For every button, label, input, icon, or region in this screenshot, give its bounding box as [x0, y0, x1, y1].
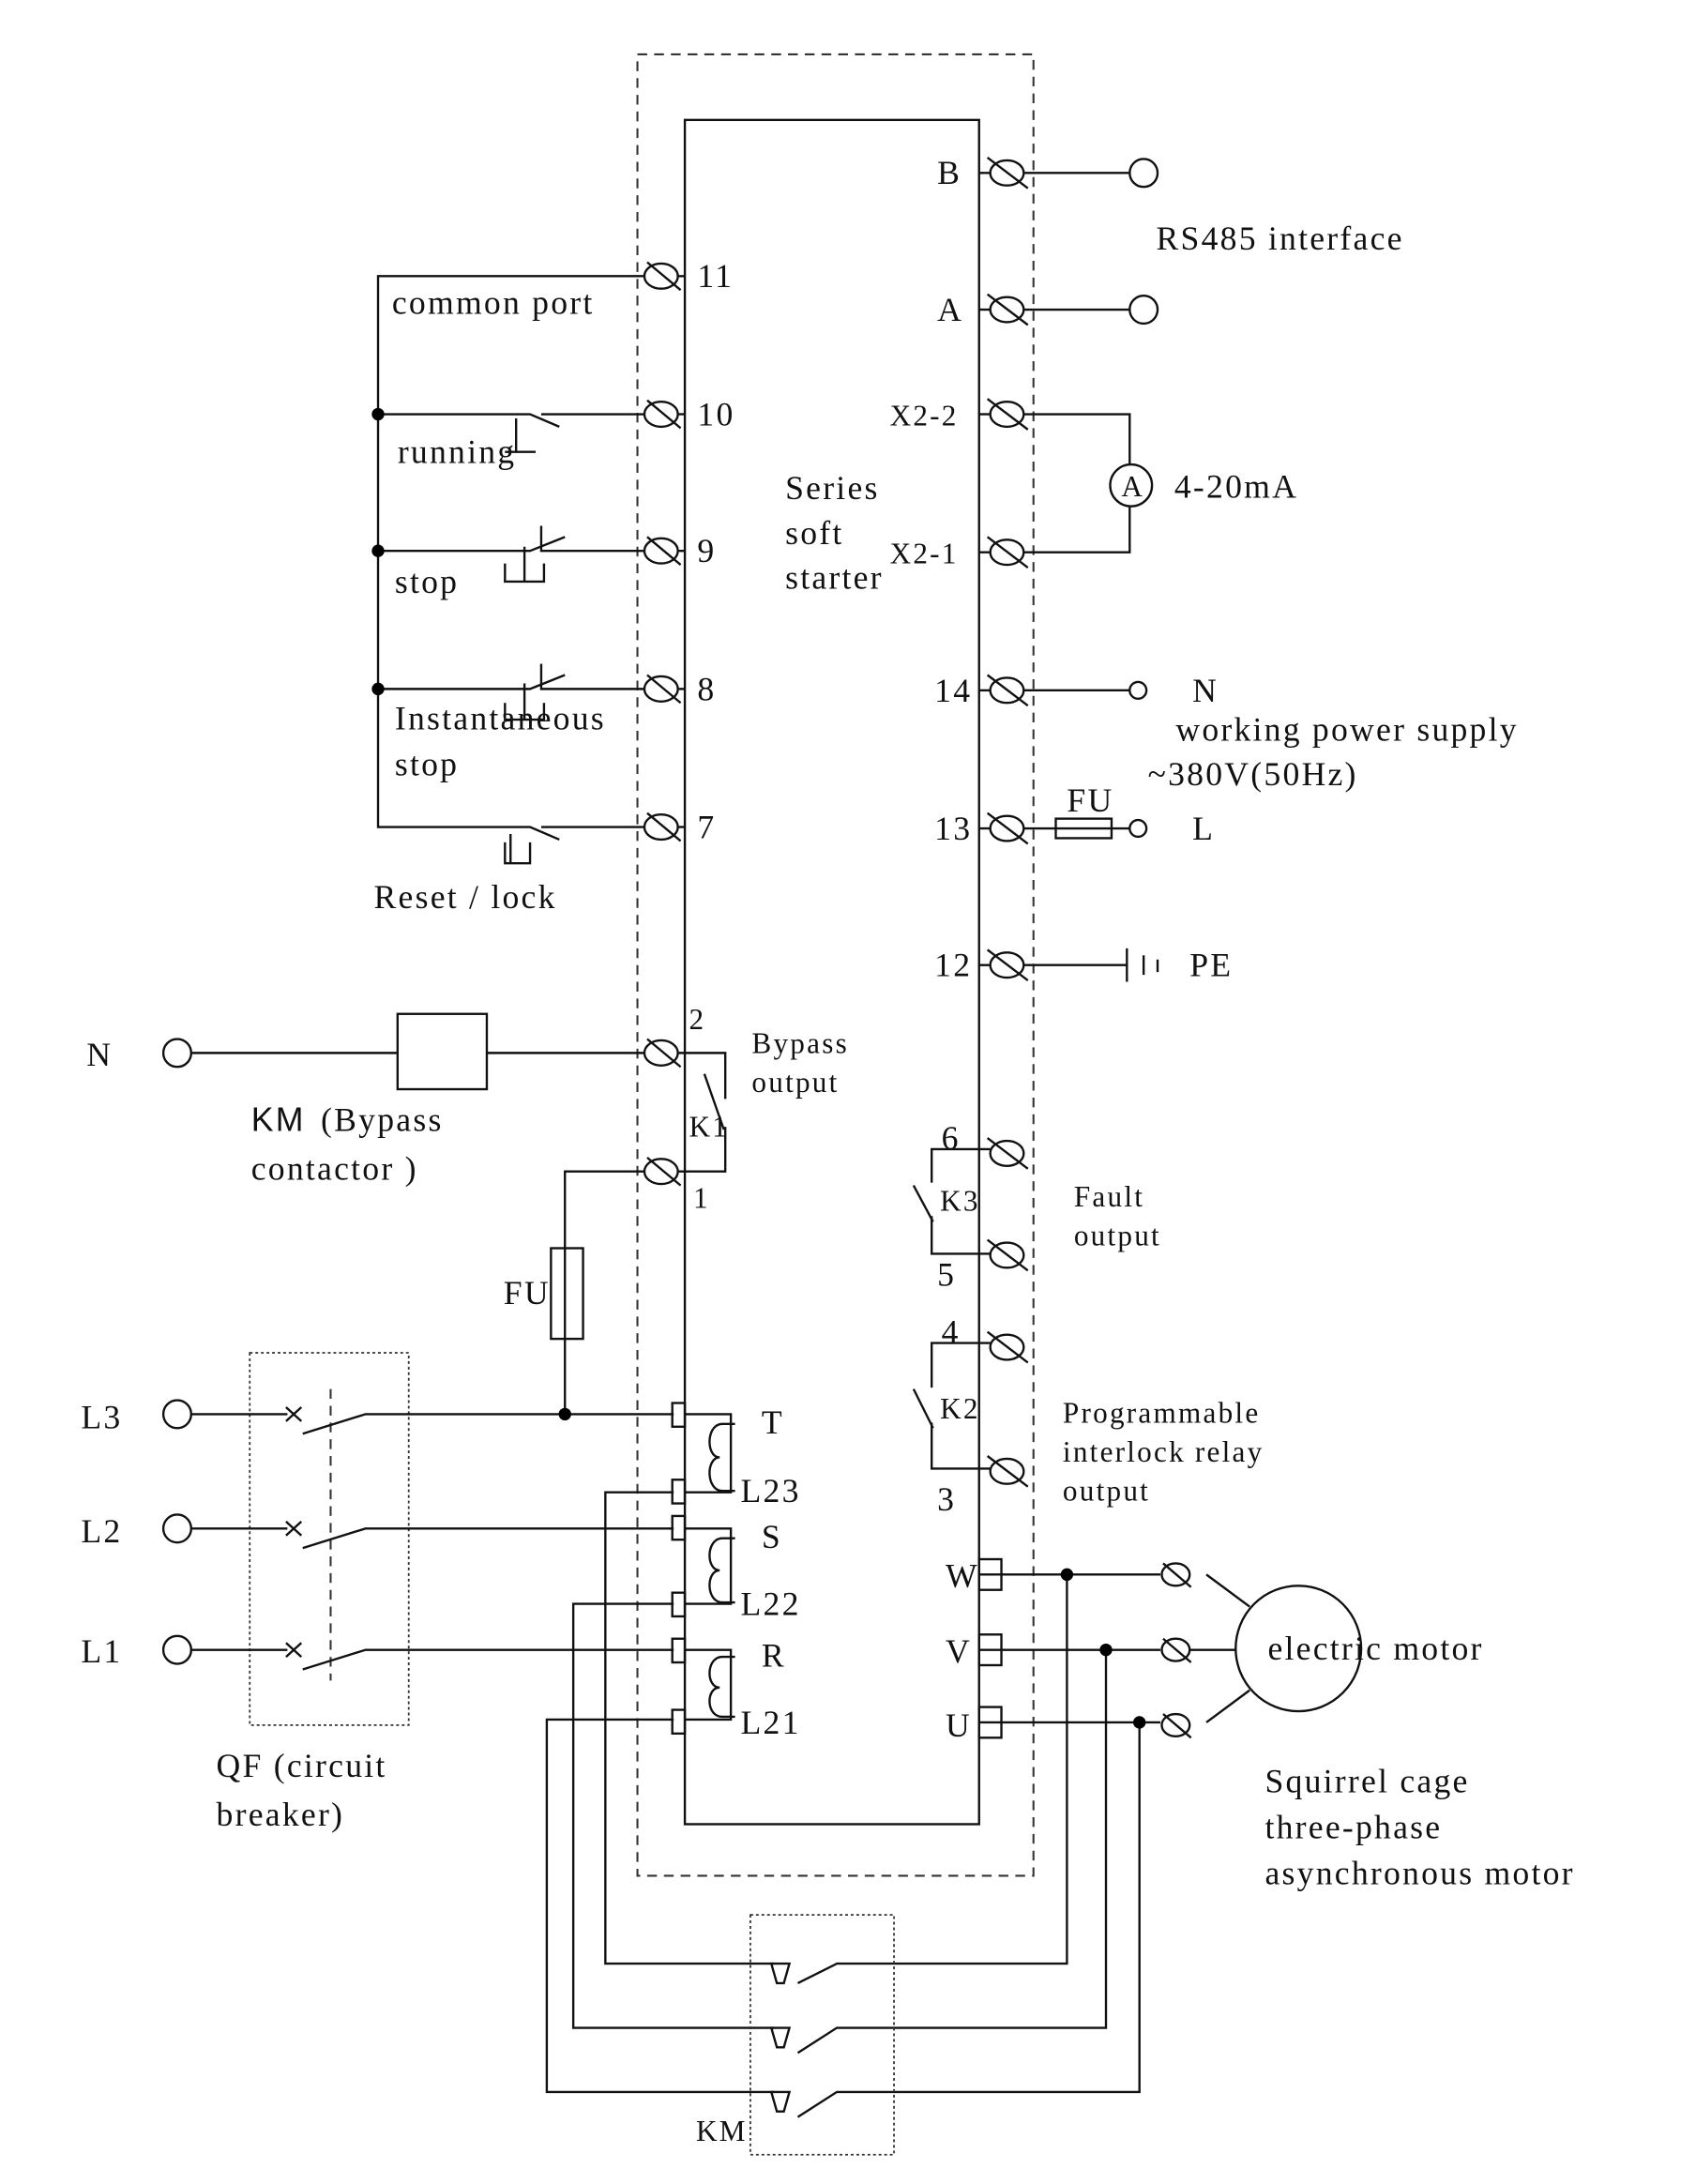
qf-label-2: breaker)	[217, 1796, 345, 1833]
km-label-2: contactor )	[251, 1150, 418, 1188]
label-running: running	[398, 433, 517, 471]
bypass-N: N	[86, 1036, 113, 1073]
terminal-R: R	[762, 1636, 786, 1674]
device-title-3: starter	[785, 558, 884, 596]
device-title-2: soft	[785, 514, 843, 552]
relay-K3: K3	[940, 1184, 980, 1217]
interlock-label-3: output	[1063, 1475, 1150, 1508]
motor-symbol	[1234, 1585, 1363, 1713]
terminal-5: 5	[937, 1256, 956, 1294]
device-title-1: Series	[785, 469, 880, 507]
terminal-L23: L23	[741, 1472, 801, 1509]
label-instantaneous-stop: stop	[395, 746, 459, 783]
right-terminal-block: B A X2-2 X2-1 14 13 12 6 5 4 3 RS485 int…	[890, 154, 1518, 1518]
terminal-13: 13	[934, 810, 972, 847]
bypass-label-2: output	[751, 1066, 839, 1099]
terminal-3: 3	[937, 1480, 956, 1518]
label-reset-lock: Reset / lock	[374, 878, 557, 916]
power-PE: PE	[1189, 947, 1233, 984]
phase-L3: L3	[81, 1398, 122, 1435]
bypass-circuit: 2 1 K1 Bypass output N KM (Bypass contac…	[86, 1003, 849, 1415]
terminal-S: S	[762, 1518, 782, 1555]
terminal-11: 11	[697, 257, 734, 295]
ammeter-range: 4-20mA	[1174, 468, 1298, 506]
terminal-X2-1: X2-1	[890, 538, 959, 570]
km-contactor-box	[750, 1914, 895, 2156]
junction-dot	[371, 544, 385, 557]
terminal-7: 7	[697, 808, 716, 845]
relay-K2: K2	[940, 1392, 980, 1425]
power-L: L	[1192, 810, 1215, 847]
main-power-circuit: L3 L2 L1 T L23 S L22 R L21 W V U QF (cir…	[81, 1352, 1574, 2156]
terminal-9: 9	[697, 532, 716, 569]
terminal-U: U	[946, 1706, 972, 1744]
junction-dot	[371, 682, 385, 696]
qf-breaker-box	[249, 1352, 410, 1726]
junction-dot	[371, 407, 385, 421]
fault-label-1: Fault	[1074, 1180, 1144, 1213]
motor-desc-2: three-phase	[1264, 1808, 1442, 1845]
starter-body	[683, 118, 980, 1826]
terminal-W: W	[946, 1557, 979, 1595]
terminal-14: 14	[934, 672, 972, 709]
km-bottom-label: KM	[696, 2115, 748, 2147]
terminal-4: 4	[942, 1313, 961, 1351]
fault-label-2: output	[1074, 1220, 1161, 1252]
motor-desc-3: asynchronous motor	[1264, 1854, 1574, 1891]
starter-enclosure-dashed	[636, 53, 1035, 1877]
bypass-fuse-label: FU	[504, 1274, 551, 1312]
terminal-V: V	[946, 1632, 972, 1670]
power-voltage: ~380V(50Hz)	[1148, 755, 1358, 793]
power-label: working power supply	[1175, 710, 1518, 748]
power-N: N	[1192, 672, 1219, 709]
terminal-6: 6	[942, 1119, 961, 1157]
terminal-8: 8	[697, 670, 716, 707]
terminal-12: 12	[934, 947, 972, 984]
left-terminal-block: 11 10 9 8 7 common port running stop Ins…	[371, 257, 734, 916]
fuse-label: FU	[1067, 781, 1113, 819]
motor-label: electric motor	[1267, 1630, 1483, 1667]
terminal-X2-2: X2-2	[890, 399, 959, 432]
terminal-T: T	[762, 1403, 784, 1441]
interlock-label-1: Programmable	[1063, 1396, 1260, 1429]
qf-label-1: QF (circuit	[217, 1747, 387, 1784]
label-common-port: common port	[392, 283, 595, 321]
interlock-label-2: interlock relay	[1063, 1435, 1264, 1468]
phase-L2: L2	[81, 1512, 122, 1550]
phase-L1: L1	[81, 1632, 122, 1670]
km-label-1: (Bypass	[321, 1101, 444, 1139]
km-prefix: KM	[251, 1101, 306, 1139]
motor-desc-1: Squirrel cage	[1264, 1762, 1469, 1799]
rs485-label: RS485 interface	[1157, 220, 1404, 257]
terminal-L21: L21	[741, 1704, 801, 1741]
terminal-L22: L22	[741, 1585, 801, 1622]
terminal-B: B	[937, 154, 962, 191]
bypass-label-1: Bypass	[751, 1026, 849, 1059]
terminal-A: A	[937, 291, 963, 328]
terminal-10: 10	[697, 395, 734, 432]
relay-K1: K1	[689, 1111, 730, 1144]
label-instantaneous: Instantaneous	[395, 699, 606, 736]
ammeter-symbol: A	[1121, 470, 1144, 503]
label-stop: stop	[395, 563, 459, 600]
terminal-1: 1	[693, 1181, 710, 1214]
terminal-2: 2	[689, 1003, 706, 1036]
